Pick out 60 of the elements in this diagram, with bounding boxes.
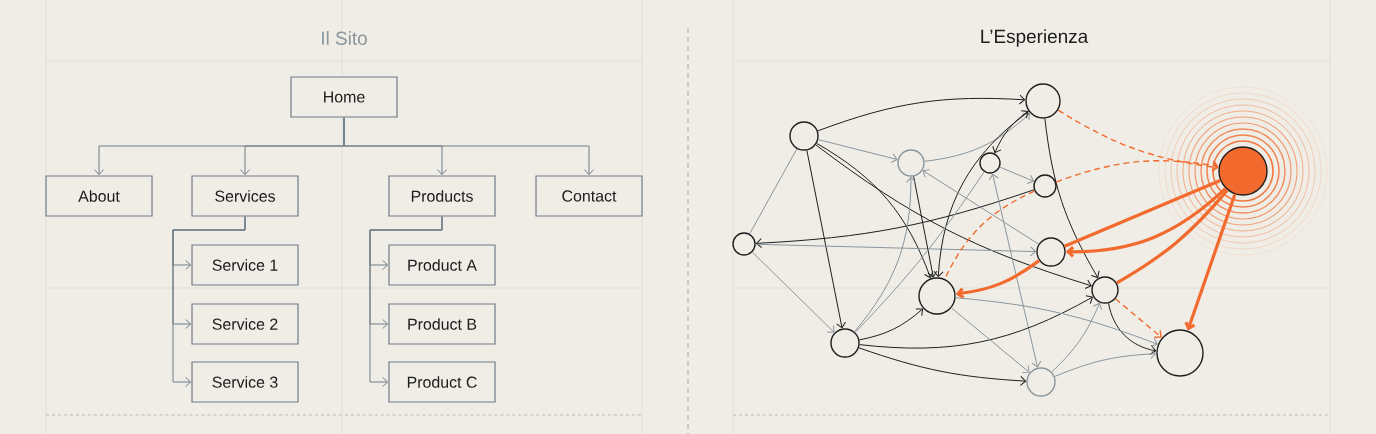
connector-arrow [1051, 302, 1103, 373]
graph-node [979, 152, 1001, 174]
connector-arrow [806, 149, 846, 329]
graph-node [1025, 83, 1061, 119]
graph-node [732, 232, 756, 256]
graph-node [1091, 276, 1119, 304]
connector-arrow [858, 347, 1027, 386]
connector-arrow [1114, 298, 1162, 338]
graph-node [1036, 237, 1066, 267]
graph-node [918, 277, 956, 315]
page-box: Contact [535, 175, 643, 217]
connector-arrow [172, 216, 246, 387]
connector-arrow [992, 110, 1029, 154]
connector-arrow [1065, 187, 1227, 258]
page-box: Product A [388, 244, 496, 286]
page-box: About [45, 175, 153, 217]
connector-arrow [755, 189, 1035, 249]
connector-arrow [1057, 109, 1219, 173]
connector-arrow [1108, 302, 1157, 355]
page-box: Product B [388, 303, 496, 345]
connector-arrow [922, 169, 1040, 245]
connector-arrow [924, 113, 1031, 162]
connector-arrow [955, 297, 1158, 348]
page-box: Services [191, 175, 299, 217]
connector-arrow [999, 166, 1035, 184]
connector-arrow [817, 94, 1026, 132]
connector-arrow [1055, 160, 1219, 183]
graph-node [789, 121, 819, 151]
connector-arrow [955, 259, 1041, 299]
connector-arrow [913, 175, 938, 278]
connector-arrow [988, 173, 1042, 368]
connector-arrow [1044, 118, 1100, 278]
connector-arrow [854, 176, 916, 333]
page-box: Service 2 [191, 303, 299, 345]
page-box: Home [290, 76, 398, 118]
connector-arrow [755, 243, 1037, 257]
connector-arrow [858, 308, 924, 341]
section-title: L’Esperienza [981, 29, 1089, 47]
graph-node [897, 149, 925, 177]
graph-node [1026, 367, 1056, 397]
page-box: Service 3 [191, 361, 299, 403]
connector-arrow [1184, 193, 1237, 331]
graph-node [830, 328, 860, 358]
page-box: Products [388, 175, 496, 217]
connector-arrow [1054, 349, 1157, 378]
connector-arrow [369, 216, 443, 387]
graph-node [1156, 329, 1204, 377]
connector-arrow [817, 139, 898, 164]
connector-arrow [343, 117, 594, 176]
connector-arrow [950, 307, 1030, 373]
connector-arrow [816, 142, 934, 279]
connector-arrow [751, 251, 835, 333]
page-box: Service 1 [191, 244, 299, 286]
connector-arrow [859, 295, 1093, 349]
graph-node [1033, 174, 1057, 198]
graph-node [1218, 146, 1268, 196]
page-box: Product C [388, 361, 496, 403]
connector-arrow [933, 111, 1030, 278]
section-title: Il Sito [322, 31, 367, 45]
connector-arrow [815, 144, 1092, 290]
